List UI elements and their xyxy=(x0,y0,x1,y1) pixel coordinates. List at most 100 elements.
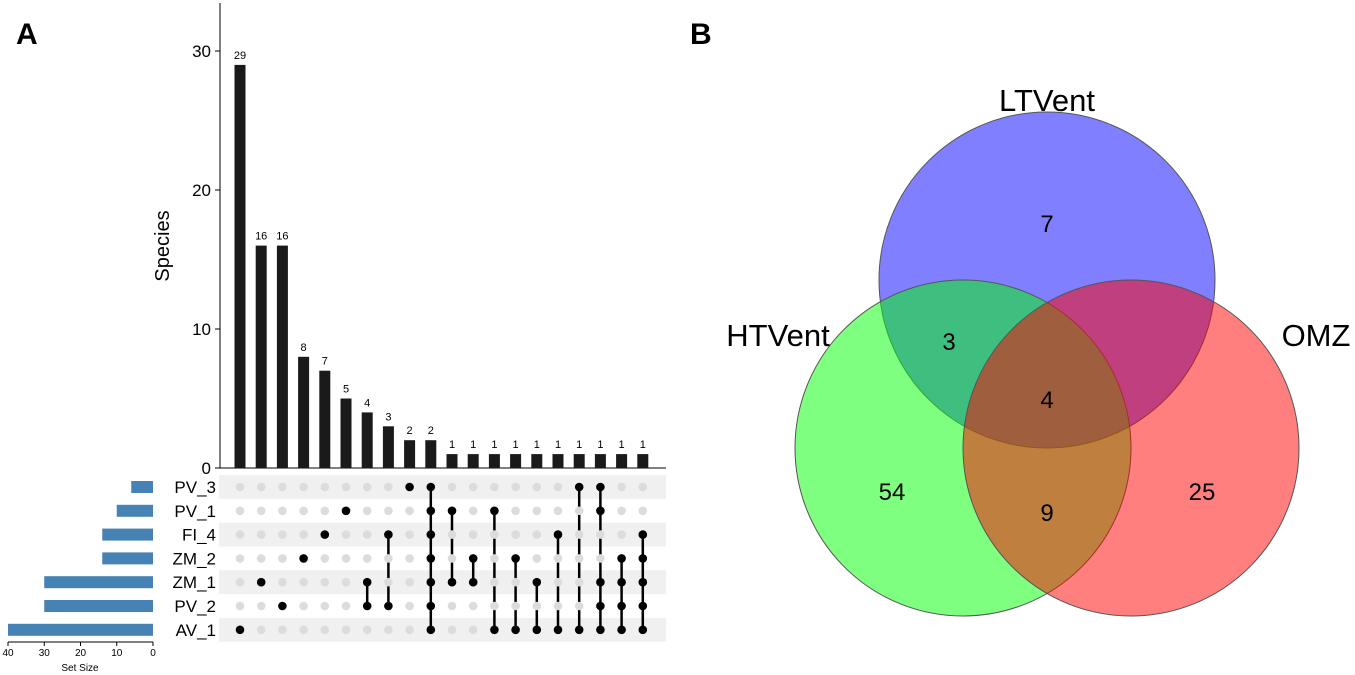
matrix-dot-inactive xyxy=(384,554,393,563)
matrix-dot-inactive xyxy=(490,577,499,587)
matrix-dot-inactive xyxy=(532,530,542,539)
bar-value-label: 1 xyxy=(513,439,519,451)
matrix-dot-active xyxy=(532,577,542,587)
matrix-dot-inactive xyxy=(468,482,478,492)
matrix-dot-active xyxy=(299,554,308,563)
matrix-dot-active xyxy=(320,530,330,539)
matrix-dot-inactive xyxy=(341,554,351,563)
matrix-dot-inactive xyxy=(256,530,266,539)
matrix-dot-inactive xyxy=(341,601,351,611)
matrix-dot-inactive xyxy=(384,506,393,516)
matrix-dot-inactive xyxy=(468,601,478,611)
matrix-dot-inactive xyxy=(235,482,245,492)
matrix-dot-inactive xyxy=(447,554,457,563)
matrix-dot-inactive xyxy=(468,625,478,635)
matrix-dot-active xyxy=(532,625,542,635)
matrix-dot-inactive xyxy=(320,601,330,611)
matrix-dot-inactive xyxy=(490,530,499,539)
matrix-dot-active xyxy=(278,601,287,611)
matrix-dot-inactive xyxy=(320,625,330,635)
matrix-dot-inactive xyxy=(235,601,245,611)
matrix-dot-inactive xyxy=(638,482,648,492)
matrix-dot-active xyxy=(638,554,648,563)
matrix-dot-active xyxy=(638,530,648,539)
intersection-bar xyxy=(594,454,606,468)
matrix-dot-inactive xyxy=(596,554,605,563)
matrix-dot-inactive xyxy=(235,577,245,587)
matrix-dot-inactive xyxy=(341,530,351,539)
matrix-dot-inactive xyxy=(490,554,499,563)
matrix-dot-active xyxy=(426,601,436,611)
matrix-dot-inactive xyxy=(447,530,457,539)
venn-region-count: 3 xyxy=(942,329,955,356)
intersection-bar xyxy=(573,454,585,468)
set-size-bar xyxy=(44,600,153,612)
matrix-dot-inactive xyxy=(256,601,266,611)
matrix-dot-inactive xyxy=(341,625,351,635)
matrix-dot-active xyxy=(426,530,436,539)
matrix-dot-inactive xyxy=(532,554,542,563)
matrix-dot-inactive xyxy=(405,625,414,635)
matrix-dot-inactive xyxy=(362,625,372,635)
matrix-dot-active xyxy=(426,625,436,635)
matrix-dot-inactive xyxy=(617,530,626,539)
y-axis-title: Species xyxy=(152,210,174,281)
bar-value-label: 2 xyxy=(407,425,413,437)
matrix-dot-inactive xyxy=(362,506,372,516)
matrix-dot-inactive xyxy=(574,506,584,516)
panel-label-b: B xyxy=(690,18,712,51)
venn-circle-omz xyxy=(962,279,1300,617)
matrix-dot-active xyxy=(617,601,626,611)
matrix-dot-inactive xyxy=(511,482,520,492)
matrix-dot-inactive xyxy=(235,506,245,516)
intersection-bar xyxy=(276,245,288,468)
bar-value-label: 1 xyxy=(576,439,582,451)
matrix-dot-inactive xyxy=(532,506,542,516)
intersection-bar xyxy=(510,454,522,468)
set-size-axis-title: Set Size xyxy=(61,663,99,674)
matrix-dot-inactive xyxy=(490,601,499,611)
bar-value-label: 16 xyxy=(276,231,288,243)
matrix-dot-inactive xyxy=(320,577,330,587)
matrix-dot-inactive xyxy=(299,625,308,635)
matrix-dot-inactive xyxy=(299,601,308,611)
venn-region-count: 4 xyxy=(1040,387,1053,414)
set-name-label: PV_3 xyxy=(174,478,216,497)
matrix-dot-inactive xyxy=(278,625,287,635)
set-size-bar xyxy=(44,576,153,589)
matrix-dot-active xyxy=(256,577,266,587)
matrix-dot-active xyxy=(617,554,626,563)
matrix-dot-active xyxy=(490,625,499,635)
matrix-dot-inactive xyxy=(553,554,563,563)
panel-label-a: A xyxy=(16,18,38,51)
bar-value-label: 1 xyxy=(597,439,603,451)
matrix-dot-active xyxy=(384,601,393,611)
venn-region-count: 25 xyxy=(1189,479,1216,506)
matrix-dot-inactive xyxy=(596,530,605,539)
intersection-bar xyxy=(340,398,352,468)
matrix-dot-inactive xyxy=(511,530,520,539)
matrix-dot-active xyxy=(362,577,372,587)
intersection-bar xyxy=(234,64,246,469)
set-size-tick-label: 20 xyxy=(75,648,87,659)
matrix-dot-inactive xyxy=(553,577,563,587)
matrix-dot-inactive xyxy=(278,577,287,587)
matrix-dot-inactive xyxy=(405,530,414,539)
y-tick-label: 0 xyxy=(202,459,211,478)
matrix-dot-inactive xyxy=(299,482,308,492)
matrix-dot-active xyxy=(362,601,372,611)
matrix-dot-inactive xyxy=(574,577,584,587)
matrix-dot-inactive xyxy=(278,482,287,492)
bar-value-label: 8 xyxy=(301,342,307,354)
bar-value-label: 1 xyxy=(534,439,540,451)
matrix-dot-inactive xyxy=(341,577,351,587)
matrix-dot-active xyxy=(426,554,436,563)
matrix-dot-active xyxy=(574,482,584,492)
y-tick-label: 30 xyxy=(192,42,211,61)
intersection-bar xyxy=(382,426,394,468)
matrix-dot-inactive xyxy=(532,482,542,492)
matrix-dot-inactive xyxy=(278,554,287,563)
matrix-dot-inactive xyxy=(617,482,626,492)
intersection-bar xyxy=(552,454,564,468)
intersection-bar xyxy=(319,370,331,468)
